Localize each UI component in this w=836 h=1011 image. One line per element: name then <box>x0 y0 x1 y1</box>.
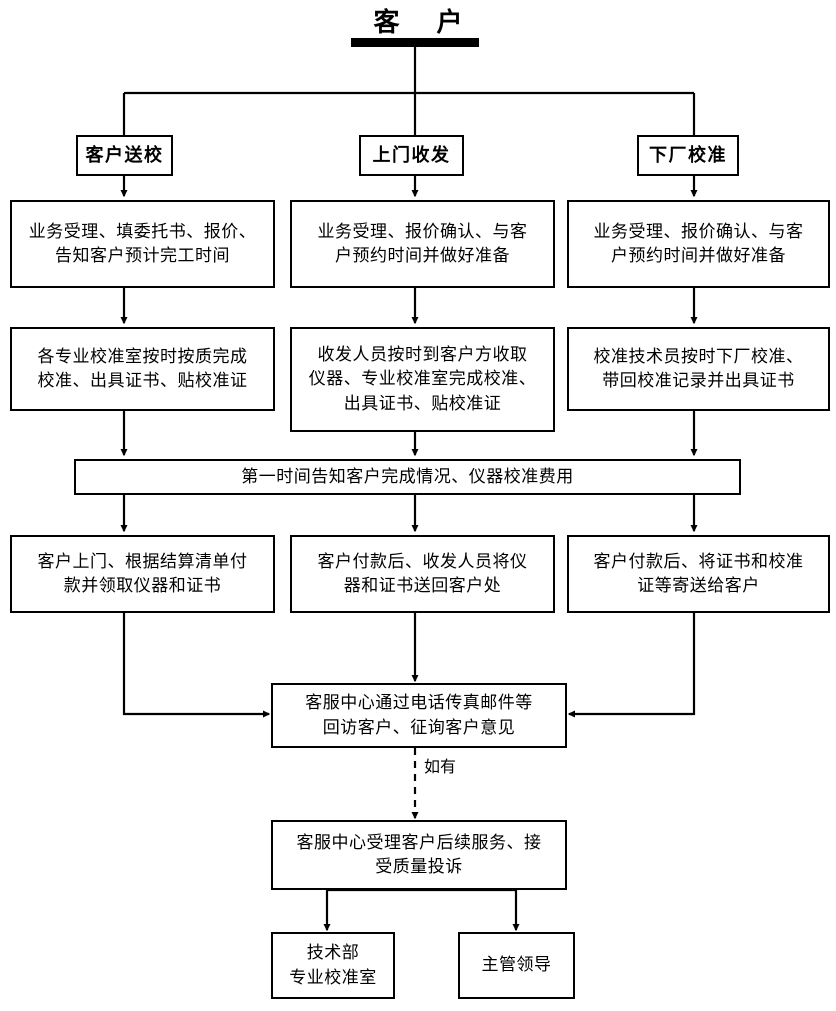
node-label: 业务受理、报价确认、与客 户预约时间并做好准备 <box>593 221 804 266</box>
edge-label-conditional: 如有 <box>422 753 459 777</box>
node-label: 客户付款后、收发人员将仪 器和证书送回客户处 <box>317 551 528 596</box>
page-title: 客 户 <box>373 8 477 38</box>
node-branch-door-pickup[interactable]: 上门收发 <box>359 135 464 176</box>
node-row1-col2[interactable]: 业务受理、报价确认、与客 户预约时间并做好准备 <box>290 200 555 288</box>
node-label: 下厂校准 <box>649 144 727 166</box>
node-label: 各专业校准室按时按质完成 校准、出具证书、贴校准证 <box>37 346 248 391</box>
node-label: 收发人员按时到客户方收取 仪器、专业校准室完成校准、 出具证书、贴校准证 <box>308 345 537 414</box>
node-label: 上门收发 <box>372 144 451 166</box>
node-row3-col3[interactable]: 客户付款后、将证书和校准 证等寄送给客户 <box>567 535 830 613</box>
node-terminal-tech-department[interactable]: 技术部 专业校准室 <box>271 932 395 999</box>
node-label: 主管领导 <box>481 955 552 976</box>
node-label: 客服中心通过电话传真邮件等 回访客户、征询客户意见 <box>305 693 533 738</box>
node-branch-onsite-calibration[interactable]: 下厂校准 <box>637 135 739 176</box>
node-row3-col1[interactable]: 客户上门、根据结算清单付 款并领取仪器和证书 <box>10 535 275 613</box>
node-row1-col3[interactable]: 业务受理、报价确认、与客 户预约时间并做好准备 <box>567 200 830 288</box>
node-aftersales-service[interactable]: 客服中心受理客户后续服务、接 受质量投诉 <box>271 820 567 890</box>
node-merge-notify-customer[interactable]: 第一时间告知客户完成情况、仪器校准费用 <box>74 459 741 495</box>
node-branch-customer-delivery[interactable]: 客户送校 <box>76 135 173 176</box>
node-terminal-supervisor[interactable]: 主管领导 <box>458 932 575 999</box>
node-followup-call-center[interactable]: 客服中心通过电话传真邮件等 回访客户、征询客户意见 <box>271 683 567 748</box>
node-row2-col2[interactable]: 收发人员按时到客户方收取 仪器、专业校准室完成校准、 出具证书、贴校准证 <box>290 327 555 432</box>
node-label: 校准技术员按时下厂校准、 带回校准记录并出具证书 <box>593 346 804 391</box>
node-label: 客服中心受理客户后续服务、接 受质量投诉 <box>296 832 542 877</box>
node-label: 客户上门、根据结算清单付 款并领取仪器和证书 <box>37 551 248 596</box>
node-row1-col1[interactable]: 业务受理、填委托书、报价、 告知客户预计完工时间 <box>10 200 275 288</box>
node-row3-col2[interactable]: 客户付款后、收发人员将仪 器和证书送回客户处 <box>290 535 555 613</box>
node-row2-col3[interactable]: 校准技术员按时下厂校准、 带回校准记录并出具证书 <box>567 327 830 411</box>
node-row2-col1[interactable]: 各专业校准室按时按质完成 校准、出具证书、贴校准证 <box>10 327 275 411</box>
title-underline-bar <box>351 38 479 47</box>
node-label: 业务受理、填委托书、报价、 告知客户预计完工时间 <box>28 221 257 266</box>
node-label: 技术部 专业校准室 <box>289 943 377 988</box>
node-label: 第一时间告知客户完成情况、仪器校准费用 <box>241 466 574 487</box>
node-label: 业务受理、报价确认、与客 户预约时间并做好准备 <box>317 221 528 266</box>
node-label: 客户送校 <box>85 144 164 166</box>
node-label: 客户付款后、将证书和校准 证等寄送给客户 <box>593 551 804 596</box>
